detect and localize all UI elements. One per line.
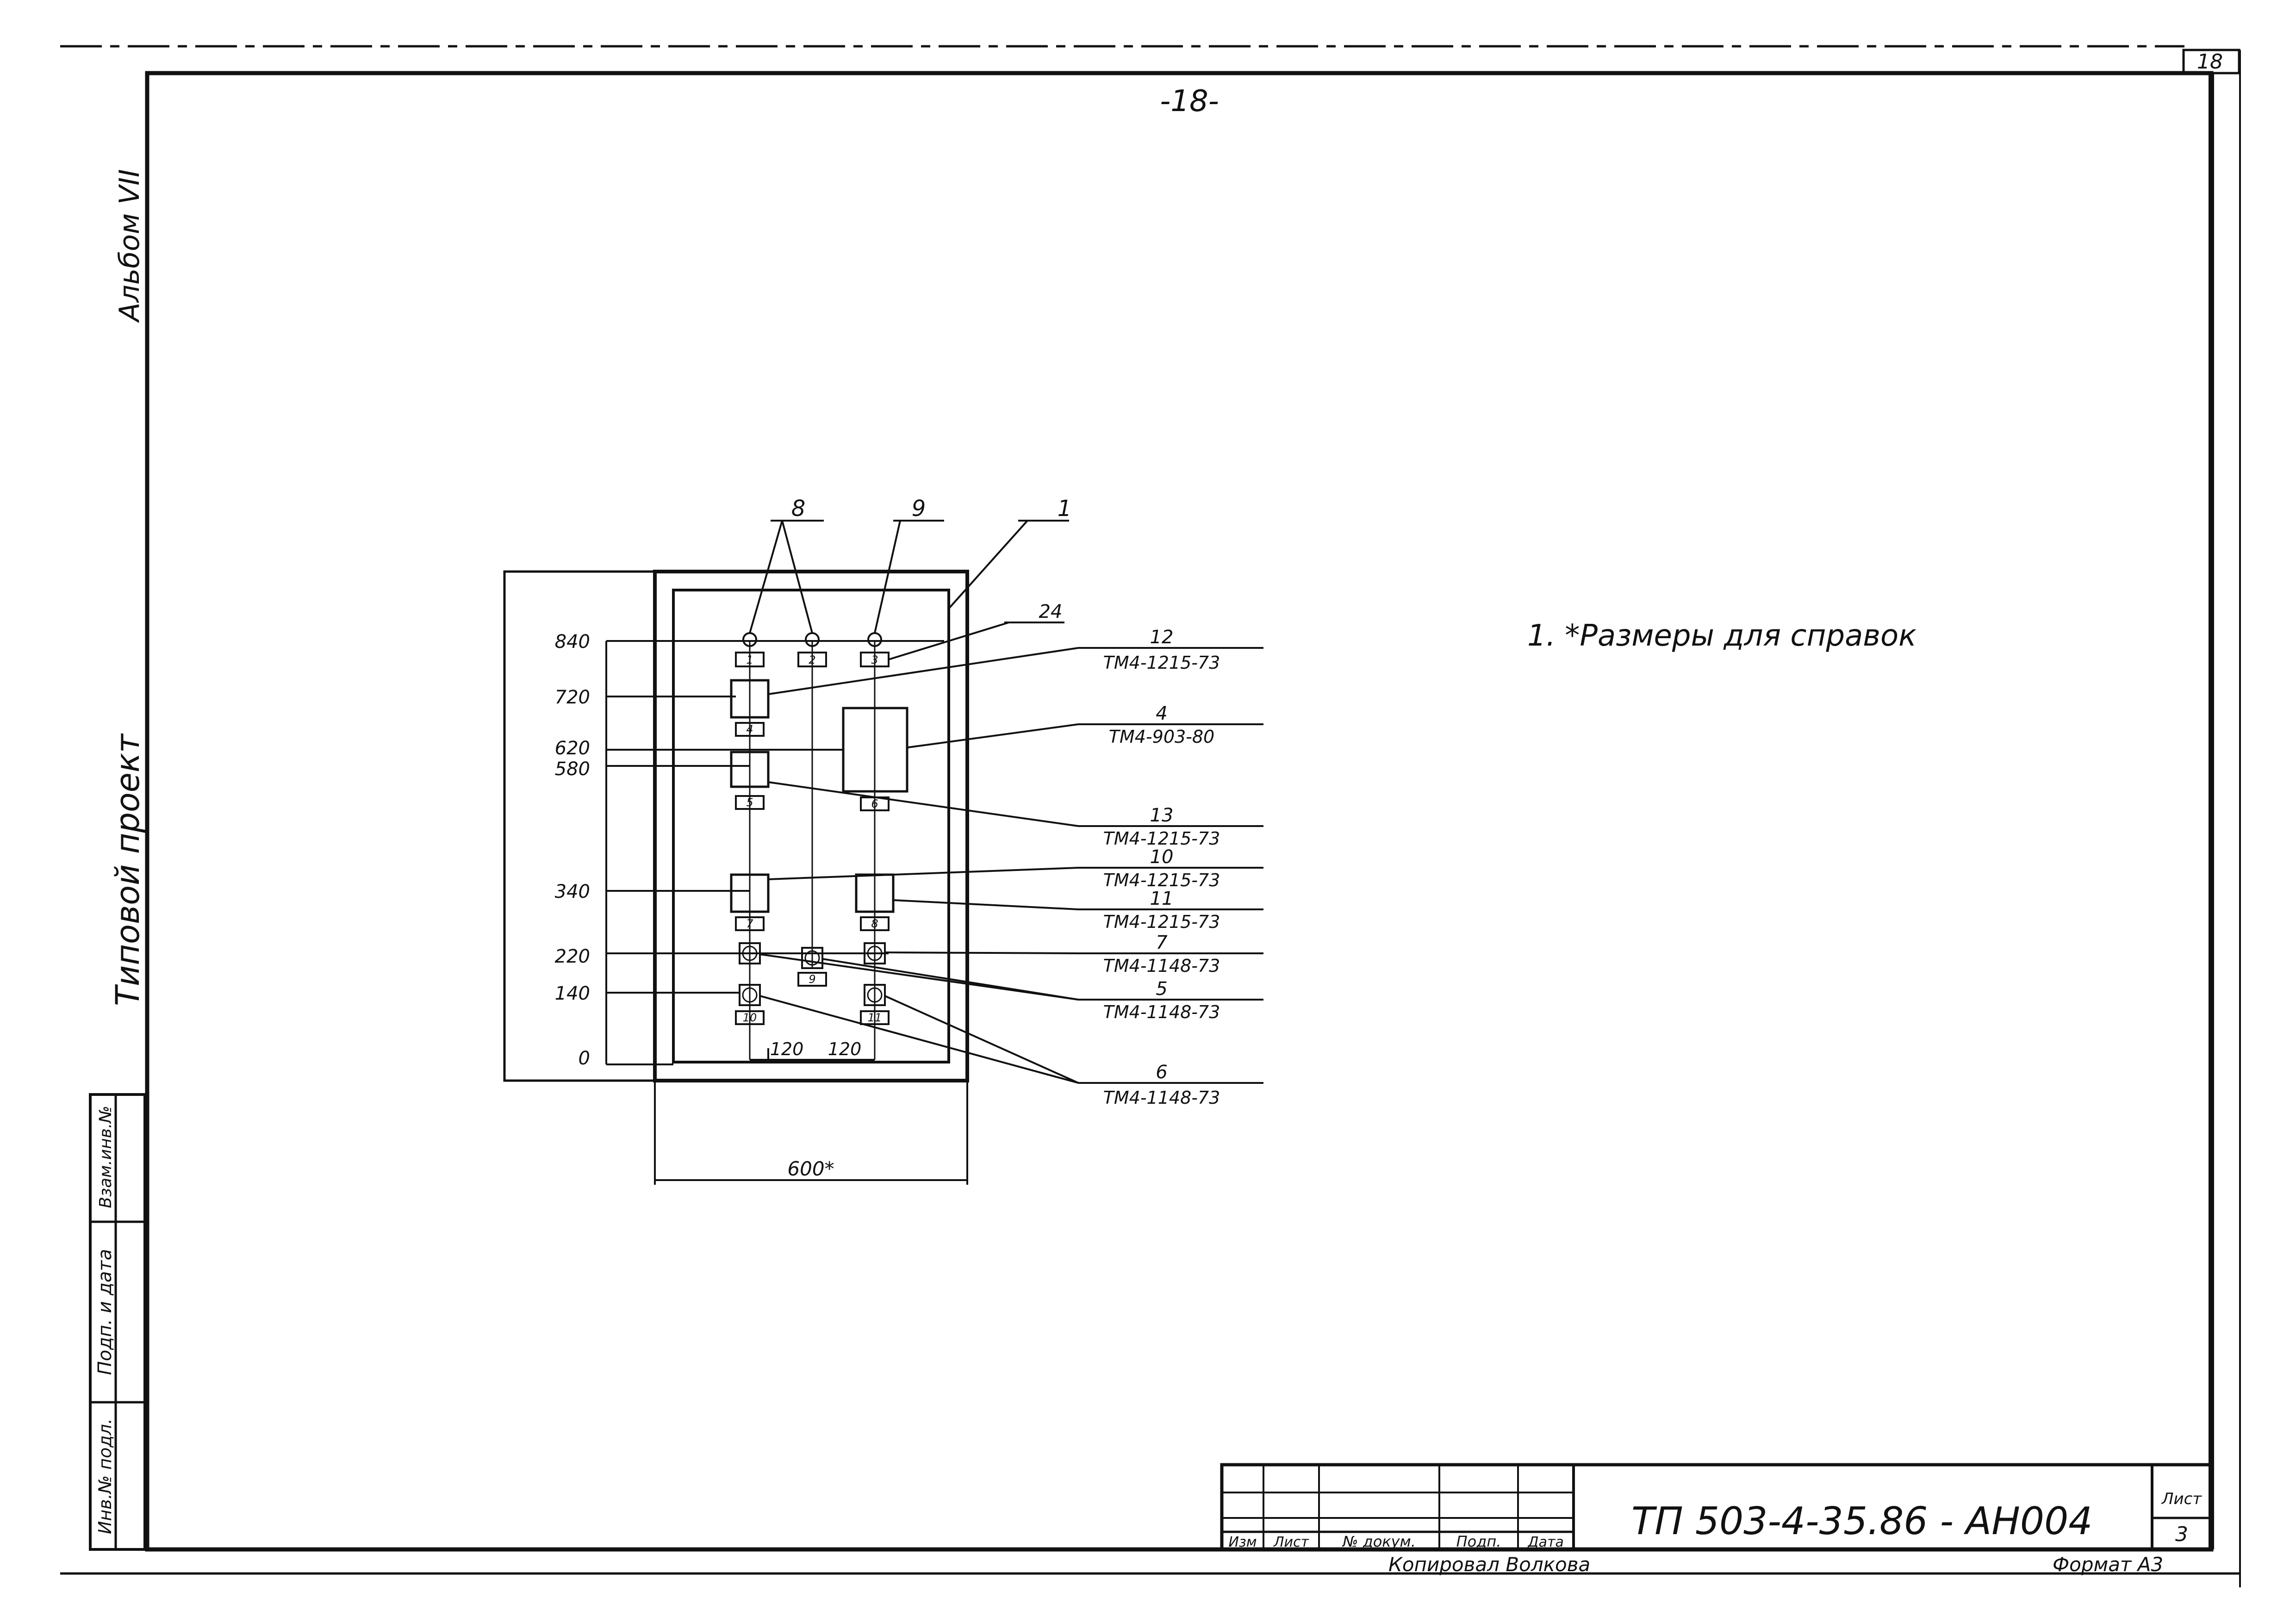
plate-6: 6 <box>871 797 878 810</box>
spacing-120-left: 120 <box>770 1039 804 1059</box>
spec-10-num: 10 <box>1150 846 1174 868</box>
plate-5: 5 <box>746 796 753 809</box>
album-label: Альбом VII <box>113 169 146 323</box>
level-580: 580 <box>555 759 590 780</box>
plate-11: 11 <box>868 1011 882 1024</box>
spec-6-num: 6 <box>1156 1062 1167 1083</box>
plate-2: 2 <box>809 653 815 666</box>
stamp-replace-inv: Взам.инв.№ <box>96 1106 115 1208</box>
title-block: Изм Лист № докум. Подп. Дата ТП 503-4-35… <box>1220 1463 2213 1551</box>
callout-8: 8 <box>791 496 806 522</box>
level-720: 720 <box>555 687 590 708</box>
corner-number: 18 <box>2197 50 2223 74</box>
col-sign: Подп. <box>1456 1533 1501 1550</box>
level-220: 220 <box>555 946 590 967</box>
spec-13-code: ТМ4-1215-73 <box>1103 828 1220 849</box>
level-0: 0 <box>579 1048 590 1069</box>
plate-7: 7 <box>746 917 753 930</box>
spec-12-code: ТМ4-1215-73 <box>1103 653 1220 673</box>
col-list: Лист <box>1273 1534 1310 1550</box>
plate-8: 8 <box>871 917 878 930</box>
spec-12-num: 12 <box>1150 627 1174 648</box>
col-izm: Изм <box>1228 1534 1257 1550</box>
sheet-number: 3 <box>2175 1523 2188 1546</box>
note-text: 1. *Размеры для справок <box>1527 619 1916 653</box>
sheet-label: Лист <box>2161 1490 2202 1508</box>
spacing-120-right: 120 <box>828 1039 862 1059</box>
copied-by: Копировал Волкова <box>1388 1553 1590 1576</box>
panel-drawing: 840 720 620 580 340 220 140 0 120 120 60… <box>503 496 1263 1185</box>
spec-13-num: 13 <box>1150 805 1174 826</box>
spec-10-code: ТМ4-1215-73 <box>1103 870 1220 890</box>
plate-3: 3 <box>871 653 878 666</box>
spec-5-code: ТМ4-1148-73 <box>1103 1002 1220 1022</box>
stamp-sign-date: Подп. и дата <box>94 1249 116 1375</box>
page-marker: -18- <box>1160 84 1219 118</box>
plate-4: 4 <box>746 723 753 736</box>
panel-outer <box>653 570 969 1082</box>
callout-1: 1 <box>1058 496 1072 522</box>
spec-11-code: ТМ4-1215-73 <box>1103 912 1220 932</box>
callout-9: 9 <box>912 496 926 522</box>
level-140: 140 <box>555 983 590 1004</box>
side-stamp: Взам.инв.№ Подп. и дата Инв.№ подл. <box>89 1093 146 1551</box>
spec-5-num: 5 <box>1156 978 1167 1000</box>
panel-inner <box>672 589 950 1063</box>
project-type-label: Типовой проект <box>109 733 147 1006</box>
spec-4-code: ТМ4-903-80 <box>1109 727 1214 747</box>
spec-6-code: ТМ4-1148-73 <box>1103 1088 1220 1108</box>
format-label: Формат А3 <box>2053 1553 2163 1576</box>
spec-7-num: 7 <box>1156 932 1168 953</box>
stamp-inv-orig: Инв.№ подл. <box>95 1418 115 1534</box>
col-date: Дата <box>1527 1534 1564 1550</box>
level-340: 340 <box>555 881 590 902</box>
doc-code: ТП 503-4-35.86 - АН004 <box>1631 1499 2092 1543</box>
level-620: 620 <box>555 738 590 759</box>
spec-7-code: ТМ4-1148-73 <box>1103 956 1220 976</box>
drawing-frame <box>145 71 2214 1552</box>
plate-9: 9 <box>809 973 815 986</box>
spec-11-num: 11 <box>1150 888 1174 909</box>
spec-4-num: 4 <box>1156 703 1167 724</box>
width-label: 600* <box>787 1157 834 1180</box>
plate-1: 1 <box>746 653 753 666</box>
spec-24-num: 24 <box>1039 601 1063 622</box>
col-doc: № докум. <box>1342 1533 1416 1550</box>
level-840: 840 <box>555 631 590 653</box>
plate-10: 10 <box>743 1011 757 1024</box>
